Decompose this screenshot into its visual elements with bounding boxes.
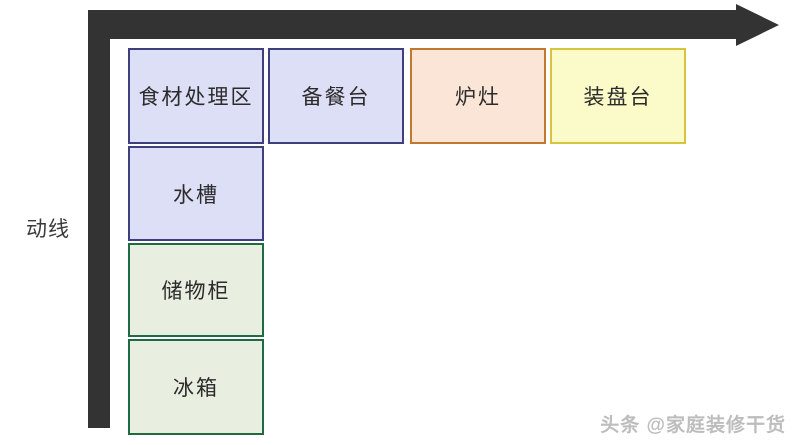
zone-box-plating-table[interactable]: 装盘台 <box>550 48 686 144</box>
zone-box-fridge[interactable]: 冰箱 <box>128 339 264 435</box>
zone-label: 炉灶 <box>455 86 501 109</box>
watermark: 头条 @家庭装修干货 <box>600 415 786 436</box>
zone-label: 水槽 <box>173 183 219 207</box>
zone-label: 备餐台 <box>301 86 371 109</box>
zone-label: 装盘台 <box>583 86 653 109</box>
zone-box-sink[interactable]: 水槽 <box>128 146 264 241</box>
flow-arrow-vertical-segment <box>88 10 110 428</box>
zone-label: 食材处理区 <box>138 86 254 109</box>
flow-arrow-horizontal-segment <box>88 10 742 39</box>
zone-box-food-prep[interactable]: 食材处理区 <box>128 48 264 144</box>
zone-box-storage[interactable]: 储物柜 <box>128 243 264 337</box>
zone-box-prep-counter[interactable]: 备餐台 <box>268 48 404 144</box>
flow-line-label: 动线 <box>26 218 70 241</box>
zone-box-stove[interactable]: 炉灶 <box>410 48 546 144</box>
flow-arrow-head-icon <box>736 4 779 46</box>
zone-label: 储物柜 <box>161 280 231 303</box>
zone-label: 冰箱 <box>173 377 219 400</box>
